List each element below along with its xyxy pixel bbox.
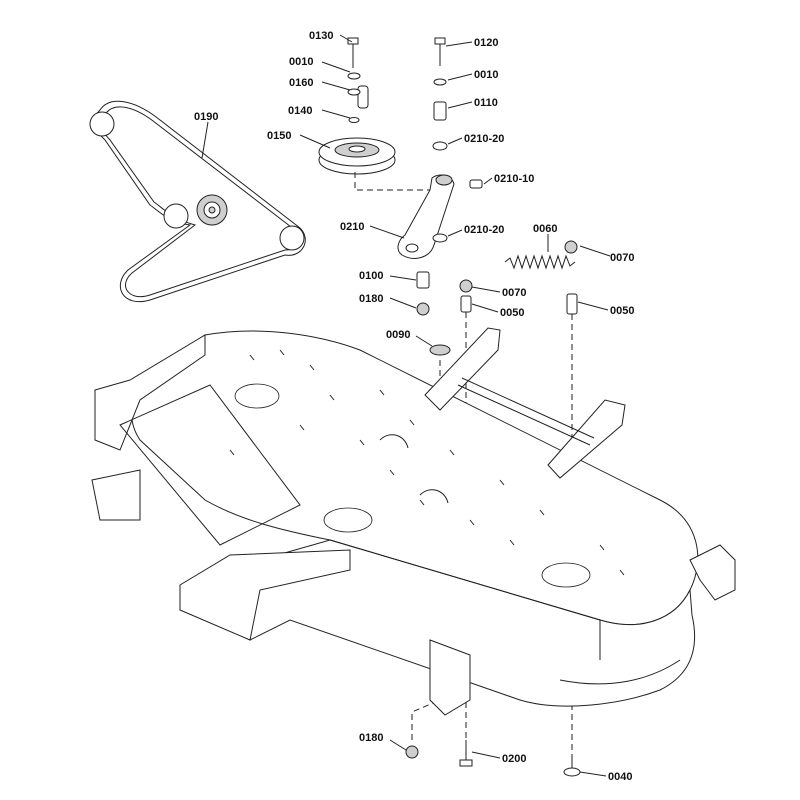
nut-0070-center [459, 279, 473, 293]
idler-arm [397, 174, 455, 259]
label-0050-right: 0050 [610, 305, 634, 317]
label-0150: 0150 [267, 130, 291, 142]
label-0210-20-bottom: 0210-20 [464, 224, 504, 236]
spacer-0160 [347, 85, 369, 109]
label-0070-right: 0070 [610, 252, 634, 264]
bushing-0210-20-bottom [432, 233, 448, 243]
bolt-0120 [434, 37, 446, 66]
spacer-0100 [416, 271, 430, 289]
label-0010-right: 0010 [474, 69, 498, 81]
bushing-0210-20-top [432, 141, 448, 151]
spindle-hole-left [234, 383, 280, 409]
nut-0180-top [416, 302, 430, 316]
leader-lines [201, 34, 611, 777]
bolt-0210-10 [469, 179, 483, 189]
label-0050-center: 0050 [500, 307, 524, 319]
label-0210: 0210 [340, 221, 364, 233]
label-0160: 0160 [289, 77, 313, 89]
label-0210-20-top: 0210-20 [464, 133, 504, 145]
spring [504, 254, 576, 270]
spindle-hole-center [323, 507, 373, 533]
label-0180-top: 0180 [359, 293, 383, 305]
washer-0090 [429, 344, 451, 356]
label-0130: 0130 [309, 30, 333, 42]
label-0180-bottom: 0180 [359, 732, 383, 744]
label-0140: 0140 [288, 105, 312, 117]
label-0060: 0060 [533, 223, 557, 235]
mower-deck [91, 327, 736, 716]
washer-0140 [348, 117, 360, 123]
label-0090: 0090 [386, 329, 410, 341]
nut-0070-right [564, 240, 578, 254]
label-0070-center: 0070 [502, 287, 526, 299]
spacer-0110 [433, 101, 447, 121]
label-0110: 0110 [474, 97, 498, 109]
spacer-0050-center [460, 295, 472, 313]
washer-0010-right [433, 78, 447, 86]
spacer-0050-right [566, 293, 578, 315]
bolt-0200 [459, 740, 473, 767]
label-0190: 0190 [194, 111, 218, 123]
label-0120: 0120 [474, 37, 498, 49]
spindle-hole-right [541, 562, 591, 588]
washer-0010-left [347, 72, 361, 80]
idler-pulley [318, 137, 396, 175]
label-0210-10: 0210-10 [494, 173, 534, 185]
belt [89, 100, 306, 303]
label-0040: 0040 [608, 771, 632, 783]
bolt-0040 [563, 760, 581, 777]
nut-0180-bottom [405, 745, 419, 759]
label-0010-left: 0010 [289, 56, 313, 68]
label-0100: 0100 [359, 270, 383, 282]
bolt-0130 [347, 37, 359, 68]
label-0200: 0200 [502, 753, 526, 765]
